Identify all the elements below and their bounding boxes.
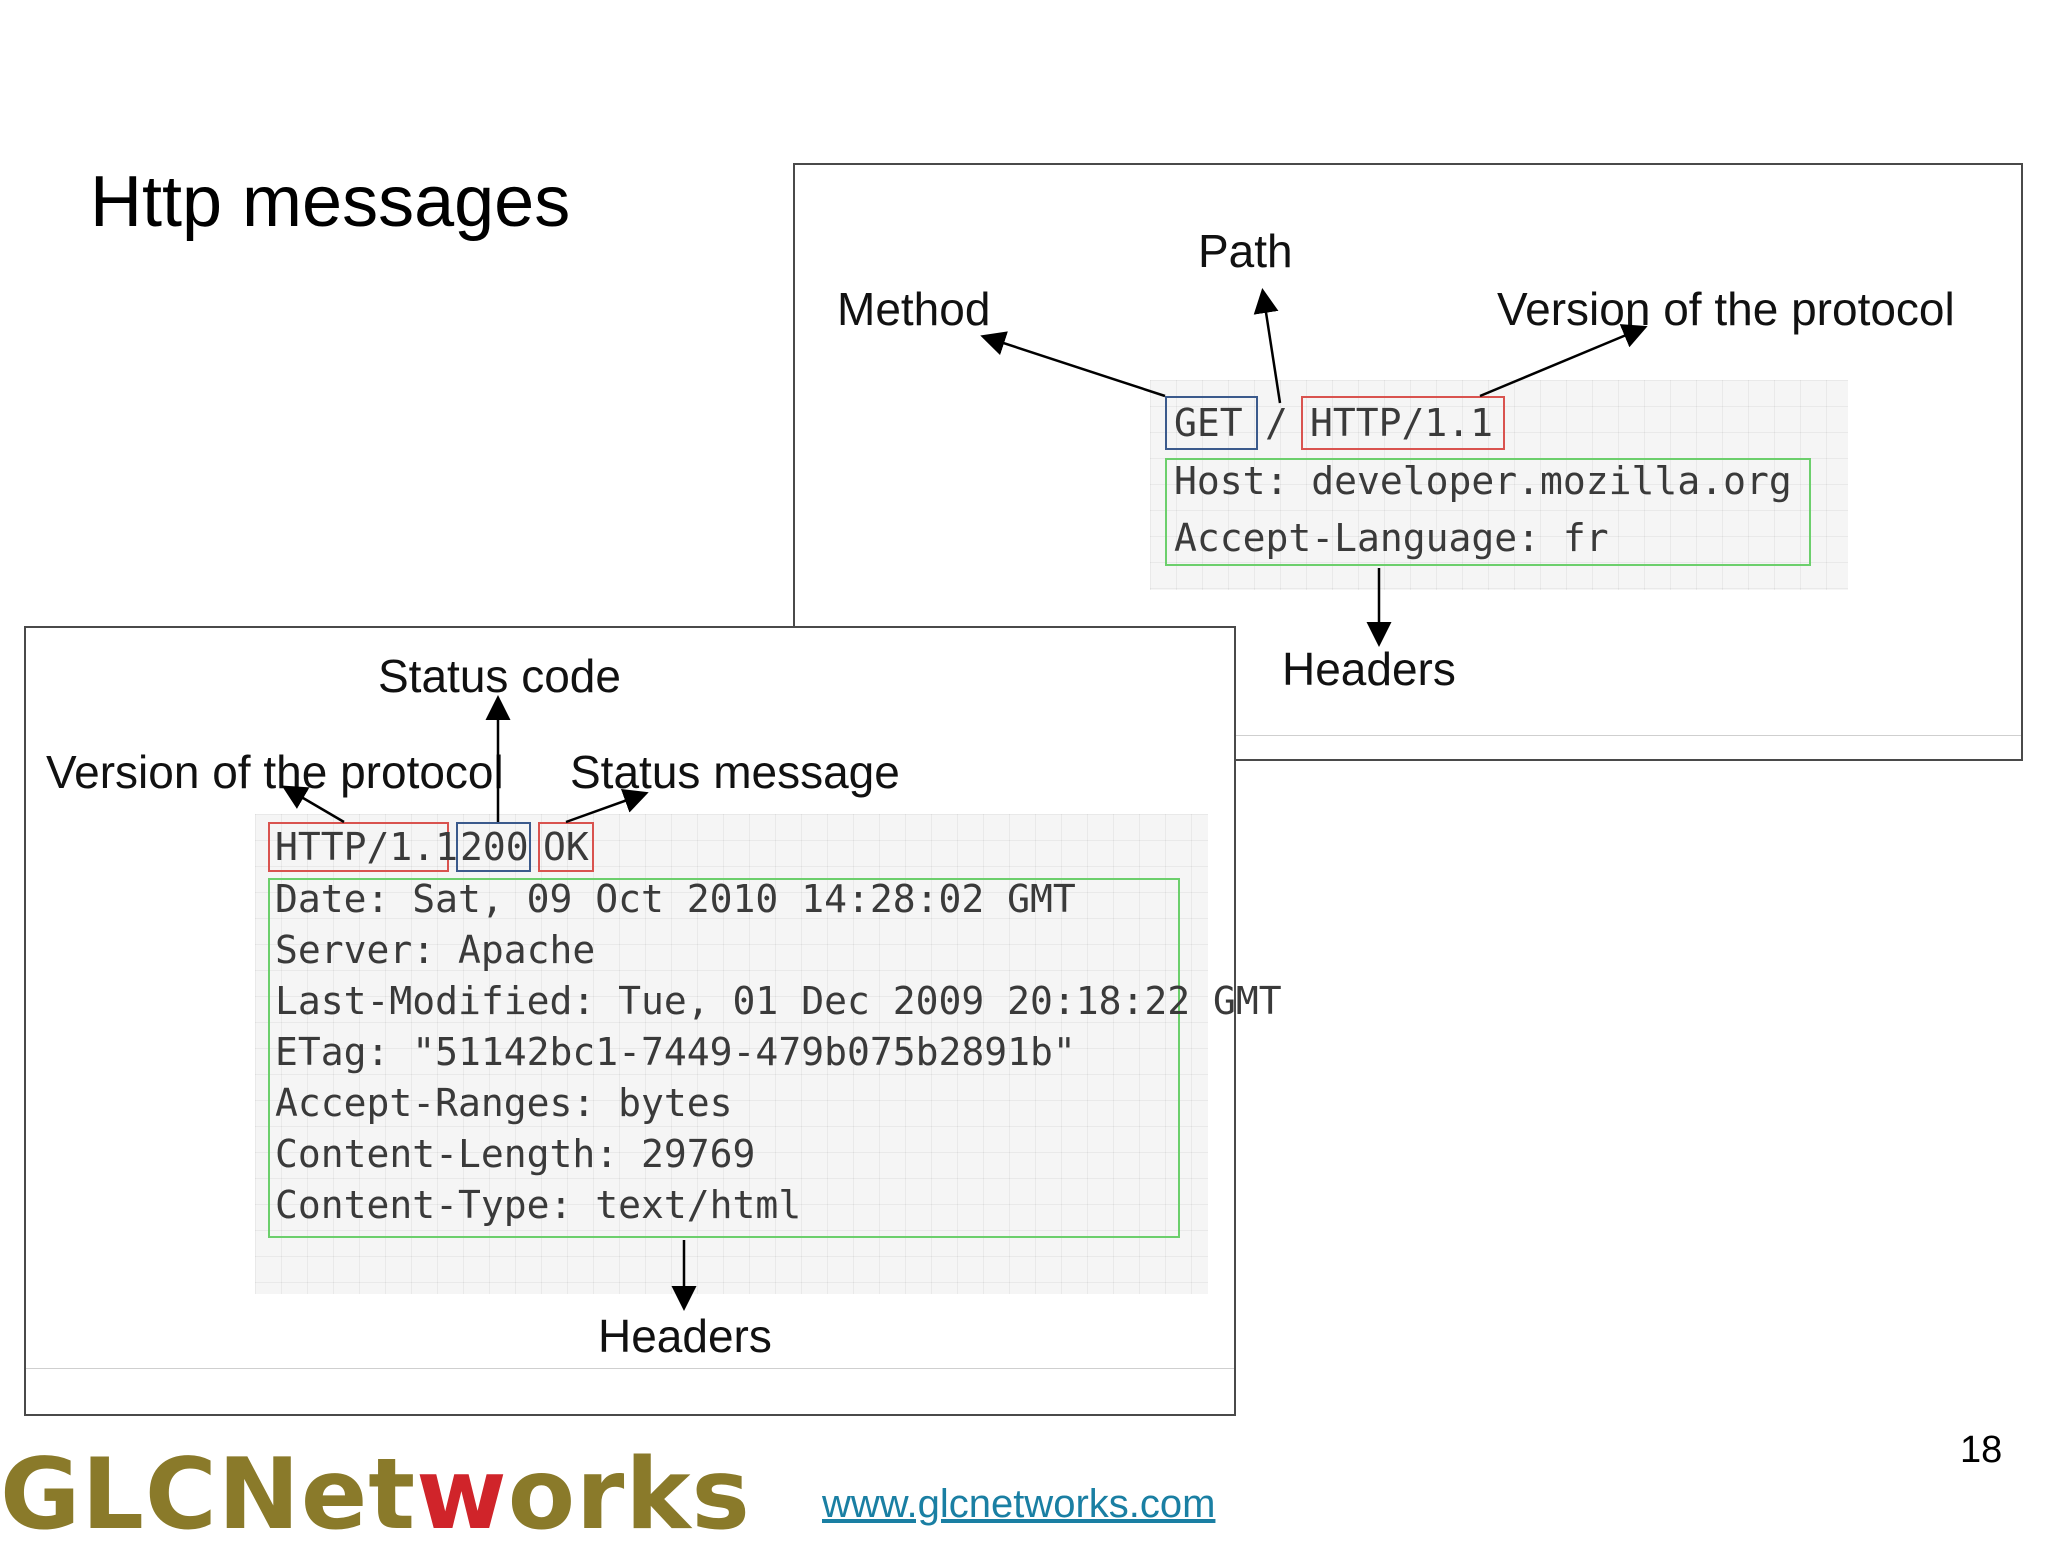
response-header-server: Server: Apache bbox=[275, 928, 596, 972]
response-status-code: 200 bbox=[460, 825, 529, 869]
logo-text-accent: w bbox=[416, 1438, 508, 1552]
response-headers-label: Headers bbox=[598, 1310, 772, 1362]
page-number: 18 bbox=[1960, 1429, 2003, 1471]
request-version-box bbox=[1301, 396, 1505, 450]
response-diagram-panel: Status code Version of the protocol Stat… bbox=[24, 626, 1282, 1416]
slide-title: Http messages bbox=[90, 162, 571, 242]
response-headers-box bbox=[268, 878, 1180, 1238]
website-link[interactable]: www.glcnetworks.com bbox=[822, 1482, 1216, 1526]
response-header-content-type: Content-Type: text/html bbox=[275, 1183, 802, 1227]
status-code-box bbox=[456, 822, 531, 872]
status-code-label: Status code bbox=[378, 650, 621, 702]
request-version: HTTP/1.1 bbox=[1310, 401, 1494, 445]
path-label: Path bbox=[1198, 225, 1293, 277]
response-header-etag: ETag: "51142bc1-7449-479b075b2891b" bbox=[275, 1030, 1076, 1074]
request-path: / bbox=[1265, 401, 1288, 445]
response-header-date: Date: Sat, 09 Oct 2010 14:28:02 GMT bbox=[275, 877, 1076, 921]
request-header-host: Host: developer.mozilla.org bbox=[1174, 459, 1792, 503]
request-grid-background bbox=[1150, 380, 1848, 590]
response-header-content-length: Content-Length: 29769 bbox=[275, 1132, 756, 1176]
method-arrow bbox=[980, 331, 1166, 398]
request-method: GET bbox=[1174, 401, 1243, 445]
status-message-label: Status message bbox=[570, 746, 900, 798]
response-header-last-modified: Last-Modified: Tue, 01 Dec 2009 20:18:22… bbox=[275, 979, 1282, 1023]
method-label: Method bbox=[837, 283, 991, 335]
response-header-accept-ranges: Accept-Ranges: bytes bbox=[275, 1081, 733, 1125]
response-version-label: Version of the protocol bbox=[46, 746, 504, 798]
glcnetworks-logo: GLCNetworks bbox=[0, 1440, 751, 1550]
response-version-box bbox=[268, 822, 449, 872]
response-status-message: OK bbox=[543, 825, 589, 869]
response-grid-background bbox=[255, 814, 1208, 1294]
response-version: HTTP/1.1 bbox=[275, 825, 459, 869]
logo-text-prefix: GLCNet bbox=[0, 1438, 417, 1552]
panel-divider bbox=[795, 735, 2021, 736]
method-box bbox=[1165, 396, 1258, 450]
request-headers-box bbox=[1165, 458, 1811, 566]
request-headers-label: Headers bbox=[1282, 643, 1456, 695]
request-header-accept-language: Accept-Language: fr bbox=[1174, 516, 1609, 560]
panel-divider bbox=[26, 1368, 1234, 1369]
request-version-label: Version of the protocol bbox=[1497, 283, 1955, 335]
logo-text-suffix: orks bbox=[507, 1438, 751, 1552]
